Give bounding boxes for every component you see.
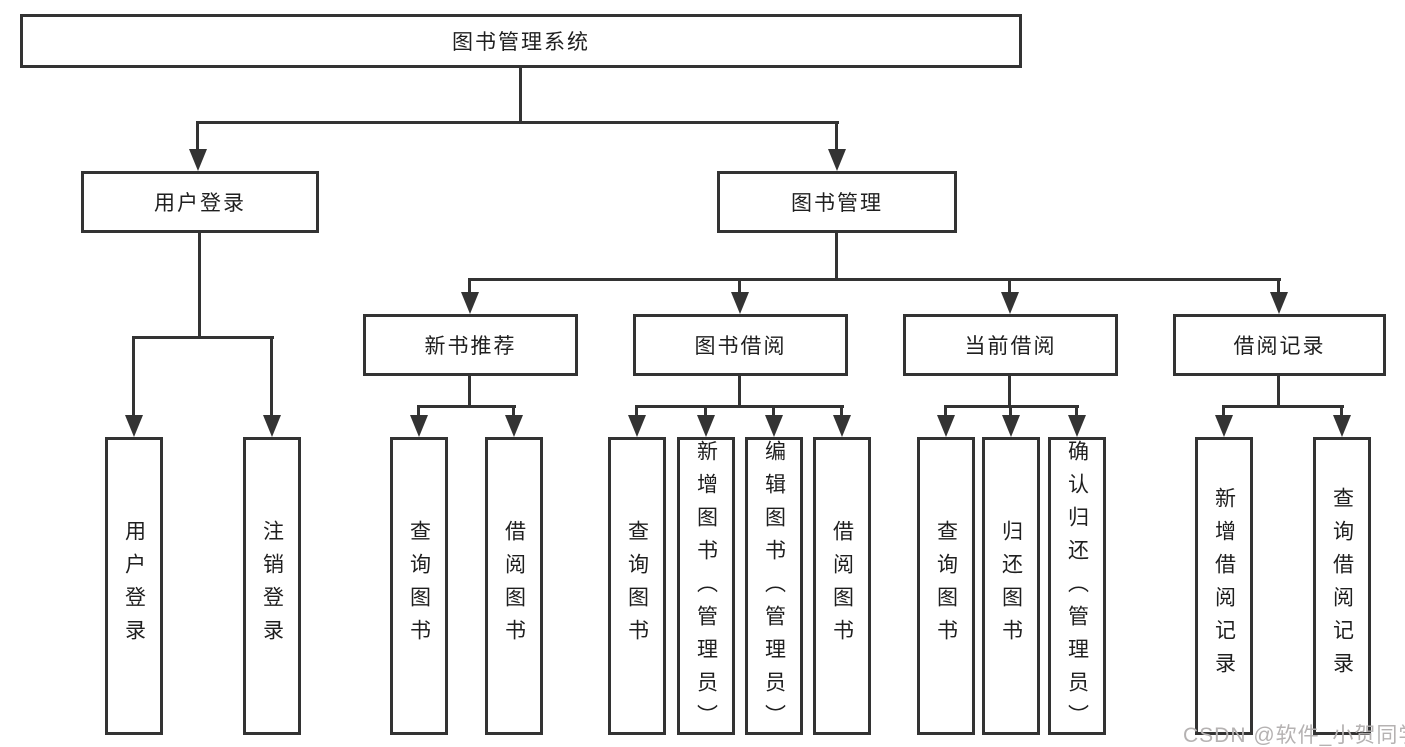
arrow-down-icon [1215,415,1233,437]
node-label: 图书借阅 [694,335,787,358]
connector-line [1222,405,1225,417]
node-label: 新增借阅记录 [1212,487,1236,685]
connector-line [1008,376,1011,408]
node-label: 借阅图书 [502,520,526,652]
arrow-down-icon [1270,292,1288,314]
connector-line [772,405,775,417]
node-book-management: 图书管理 [717,171,957,233]
node-label: 图书管理系统 [452,31,590,54]
arrow-down-icon [189,149,207,171]
node-new-book-recommendation: 新书推荐 [363,314,578,376]
arrow-down-icon [765,415,783,437]
leaf-confirm-return-admin: 确认归还（管理员） [1048,437,1106,737]
arrow-down-icon [697,415,715,437]
connector-line [132,336,274,339]
leaf-return-books: 归还图书 [982,437,1040,735]
node-label: 归还图书 [999,520,1023,652]
arrow-down-icon [410,415,428,437]
arrow-down-icon [125,415,143,437]
leaf-user-login: 用户登录 [105,437,163,735]
node-label: 新增图书（管理员） [694,440,718,737]
connector-line [1340,405,1343,417]
leaf-add-borrow-record: 新增借阅记录 [1195,437,1253,735]
connector-line [738,278,741,294]
node-label: 编辑图书（管理员） [762,440,786,737]
connector-line [519,68,522,124]
leaf-edit-book-admin: 编辑图书（管理员） [745,437,803,737]
arrow-down-icon [1333,415,1351,437]
node-label: 用户登录 [154,192,246,215]
node-label: 借阅图书 [830,520,854,652]
node-label: 当前借阅 [964,335,1057,358]
connector-line [835,121,838,151]
leaf-logout: 注销登录 [243,437,301,735]
arrow-down-icon [461,292,479,314]
connector-line [840,405,843,417]
arrow-down-icon [1002,415,1020,437]
connector-line [635,405,844,408]
connector-line [835,233,838,281]
leaf-borrow-books: 借阅图书 [813,437,871,735]
connector-line [512,405,515,417]
arrow-down-icon [1068,415,1086,437]
connector-line [1277,278,1280,294]
node-label: 借阅记录 [1233,335,1326,358]
connector-line [196,121,839,124]
leaf-query-books: 查询图书 [608,437,666,735]
connector-line [468,278,471,294]
connector-line [635,405,638,417]
connector-line [468,376,471,408]
arrow-down-icon [505,415,523,437]
connector-line [1009,405,1012,417]
node-borrowing-records: 借阅记录 [1173,314,1386,376]
connector-line [1075,405,1078,417]
arrow-down-icon [731,292,749,314]
node-label: 确认归还（管理员） [1065,440,1089,737]
watermark: CSDN @软件_小贺同学 [1183,724,1405,747]
arrow-down-icon [828,149,846,171]
connector-line [270,336,273,417]
leaf-add-book-admin: 新增图书（管理员） [677,437,735,737]
connector-line [417,405,420,417]
arrow-down-icon [628,415,646,437]
connector-line [468,278,1281,281]
connector-line [198,233,201,339]
leaf-query-books: 查询图书 [390,437,448,735]
arrow-down-icon [263,415,281,437]
node-user-login: 用户登录 [81,171,319,233]
node-label: 查询借阅记录 [1330,487,1354,685]
node-label: 图书管理 [791,192,883,215]
node-current-borrowing: 当前借阅 [903,314,1118,376]
node-label: 查询图书 [407,520,431,652]
leaf-query-books: 查询图书 [917,437,975,735]
node-label: 查询图书 [625,520,649,652]
connector-line [738,376,741,408]
node-library-management-system: 图书管理系统 [20,14,1022,68]
connector-line [944,405,947,417]
connector-line [132,336,135,417]
arrow-down-icon [1001,292,1019,314]
node-label: 新书推荐 [424,335,517,358]
connector-line [196,121,199,151]
node-label: 查询图书 [934,520,958,652]
node-label: 注销登录 [260,520,284,652]
connector-line [417,405,516,408]
arrow-down-icon [937,415,955,437]
connector-line [1277,376,1280,408]
leaf-query-borrow-record: 查询借阅记录 [1313,437,1371,735]
leaf-borrow-books: 借阅图书 [485,437,543,735]
node-label: 用户登录 [122,520,146,652]
connector-line [1222,405,1344,408]
connector-line [1008,278,1011,294]
connector-line [704,405,707,417]
node-book-borrowing: 图书借阅 [633,314,848,376]
arrow-down-icon [833,415,851,437]
